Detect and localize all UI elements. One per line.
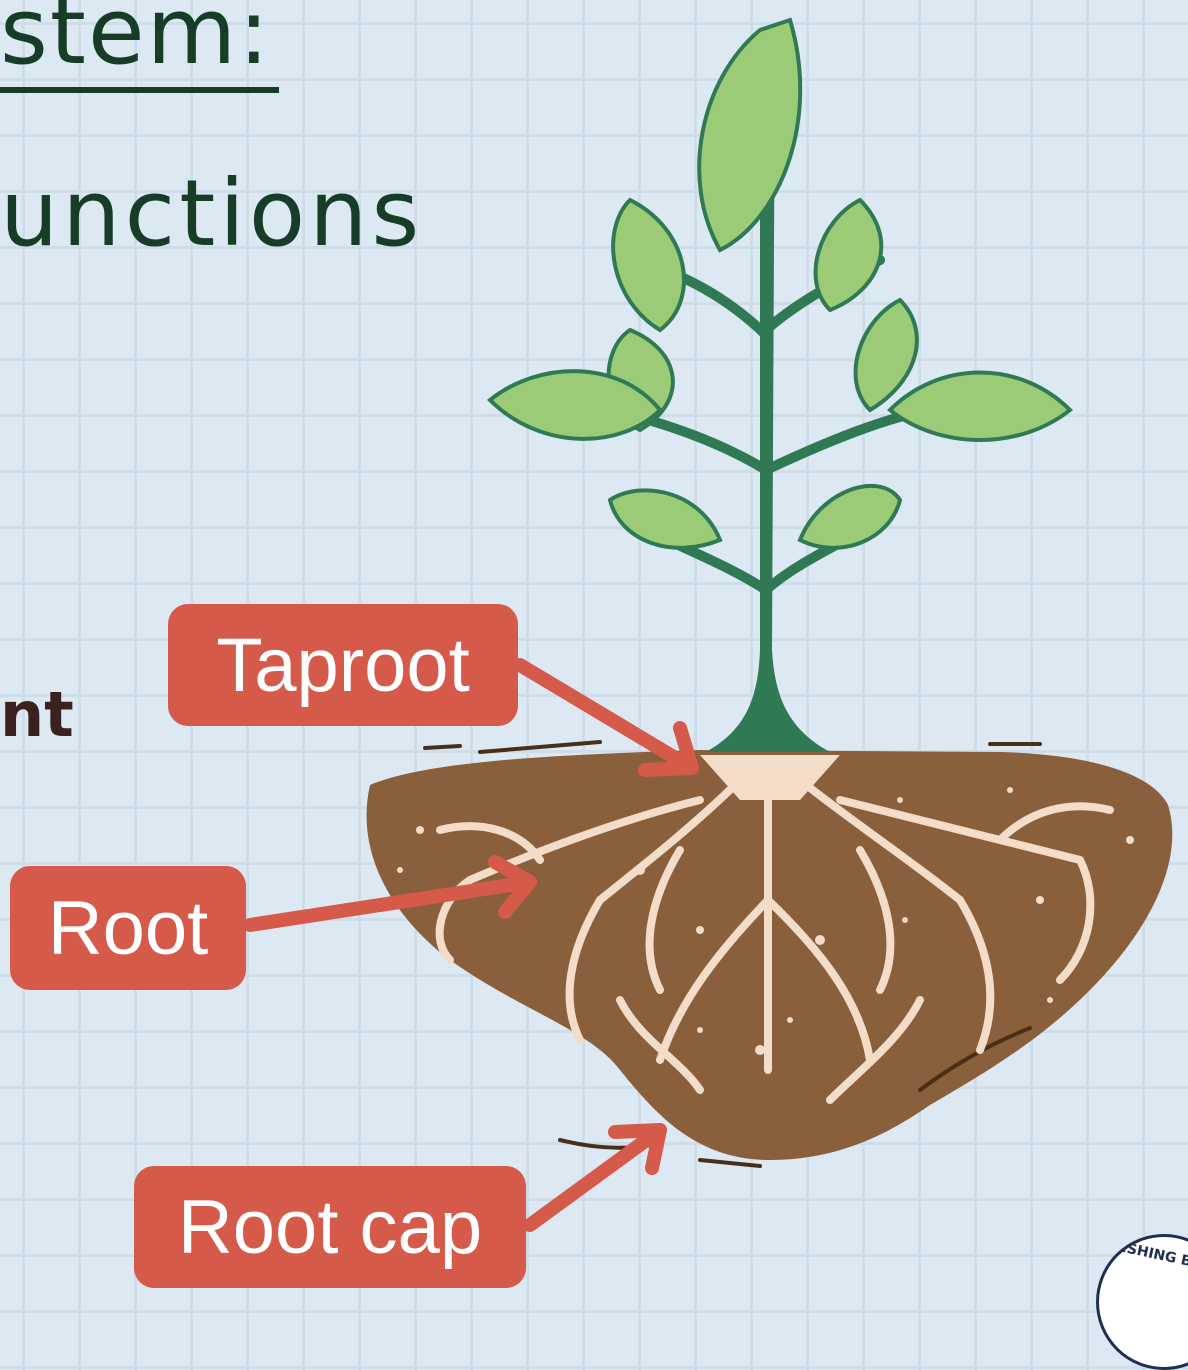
taproot-arrow	[520, 665, 692, 768]
root-label: Root	[10, 866, 246, 990]
seal-text: ISHING BAY	[1120, 1240, 1188, 1274]
taproot-label: Taproot	[168, 604, 518, 726]
root-cap-label: Root cap	[134, 1166, 526, 1288]
root-cap-arrow	[530, 1130, 660, 1225]
